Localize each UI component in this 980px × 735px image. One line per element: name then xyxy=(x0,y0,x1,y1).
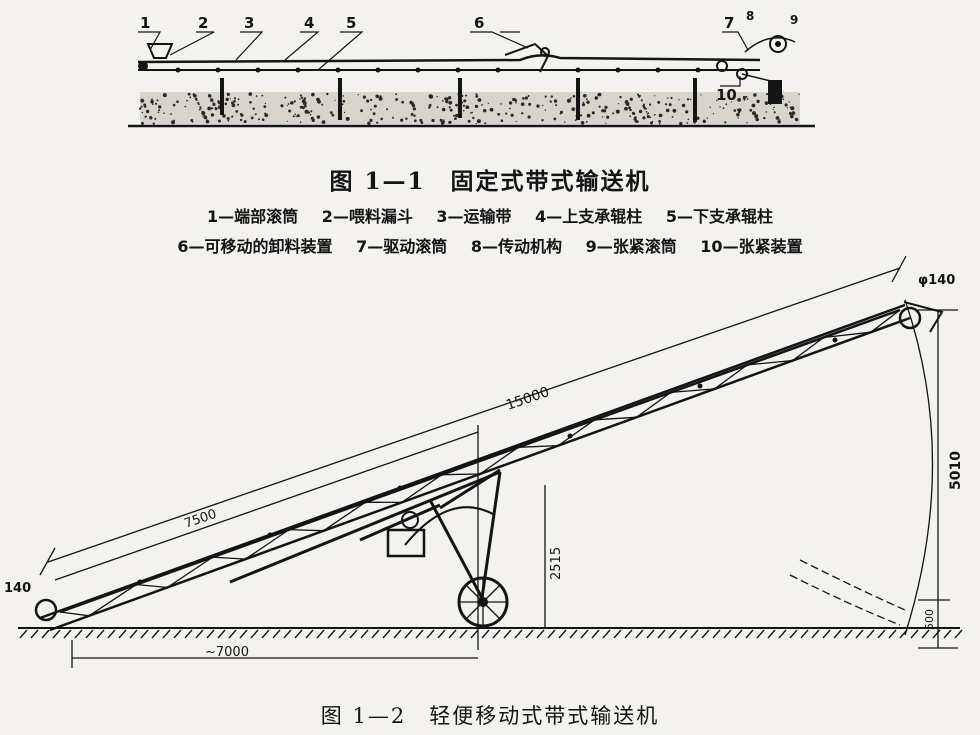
legend-item: 1—端部滚筒 xyxy=(206,207,299,226)
legend-item: 4—上支承辊柱 xyxy=(535,207,643,226)
legend-item: 6—可移动的卸料装置 xyxy=(177,237,333,256)
dim-ground-span: ~7000 xyxy=(205,645,249,660)
legend-item: 8—传动机构 xyxy=(470,237,562,256)
legend-item: 10—张紧装置 xyxy=(700,237,803,256)
legend-item: 3—运输带 xyxy=(436,207,512,226)
dim-tail-diameter: 140 xyxy=(4,581,31,596)
figure-1-1-caption: 图 1—1 固定式带式输送机 xyxy=(329,168,651,195)
callout-3: 3 xyxy=(244,14,254,32)
fixed-conveyor-drawing: 1 2 3 4 5 6 7 8 9 10 xyxy=(128,9,815,128)
dim-pivot-height: 2515 xyxy=(549,547,564,580)
dim-length-half: 7500 xyxy=(182,507,218,532)
dim-length-total: 15000 xyxy=(504,384,551,414)
figure-1-2-caption: 图 1—2 轻便移动式带式输送机 xyxy=(320,704,660,728)
legend-item: 7—驱动滚筒 xyxy=(356,237,448,256)
callout-8: 8 xyxy=(746,9,754,23)
legend-row-2: 6—可移动的卸料装置 7—驱动滚筒 8—传动机构 9—张紧滚筒 10—张紧装置 xyxy=(0,233,980,257)
callout-4: 4 xyxy=(304,14,314,32)
callout-2: 2 xyxy=(198,14,208,32)
legend-row-1: 1—端部滚筒 2—喂料漏斗 3—运输带 4—上支承辊柱 5—下支承辊柱 xyxy=(0,203,980,227)
callout-1: 1 xyxy=(140,14,150,32)
legend-item: 5—下支承辊柱 xyxy=(665,207,773,226)
dim-head-height: 5010 xyxy=(948,451,964,490)
legend-item: 9—张紧滚筒 xyxy=(585,237,677,256)
callout-7: 7 xyxy=(724,14,734,32)
callout-6: 6 xyxy=(474,14,484,32)
dim-lower-height: 500 xyxy=(923,609,936,630)
dim-head-diameter: φ140 xyxy=(918,273,955,288)
callout-5: 5 xyxy=(346,14,356,32)
callout-10: 10 xyxy=(716,86,737,104)
callout-9: 9 xyxy=(790,13,798,27)
legend-item: 2—喂料漏斗 xyxy=(321,207,413,226)
